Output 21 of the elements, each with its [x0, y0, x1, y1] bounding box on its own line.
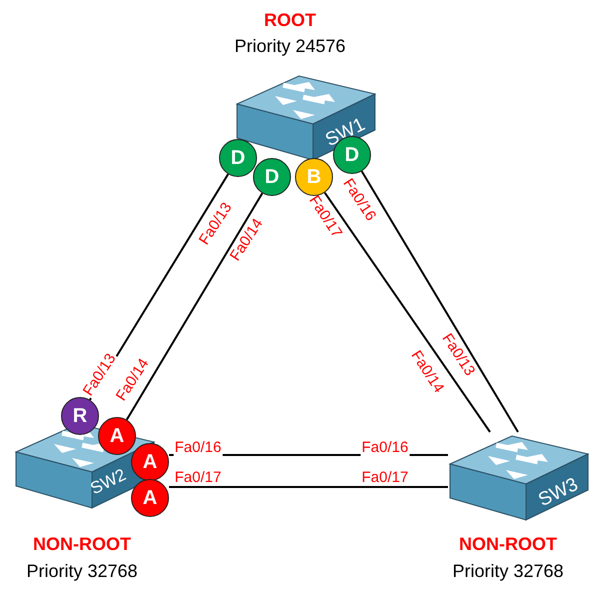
role-label: ROOT: [264, 10, 316, 31]
priority-label: Priority 24576: [234, 36, 346, 57]
port-label: Fa0/16: [360, 440, 410, 456]
port-role-badge: R: [61, 397, 99, 435]
role-label: NON-ROOT: [459, 534, 557, 555]
priority-label: Priority 32768: [452, 561, 564, 582]
port-role-badge: D: [219, 139, 257, 177]
network-link: [360, 170, 519, 433]
port-role-badge: B: [295, 158, 333, 196]
priority-label: Priority 32768: [26, 561, 138, 582]
port-role-badge: A: [131, 443, 169, 481]
port-label: Fa0/16: [174, 440, 222, 456]
role-label: NON-ROOT: [33, 534, 131, 555]
switch-name: SW2: [87, 464, 130, 500]
port-role-badge: A: [131, 479, 169, 517]
port-role-badge: A: [98, 417, 136, 455]
network-link: [169, 486, 448, 488]
port-role-badge: D: [253, 158, 291, 196]
switch-name: SW3: [535, 474, 582, 512]
network-link: [126, 192, 264, 420]
network-link: [324, 192, 491, 433]
